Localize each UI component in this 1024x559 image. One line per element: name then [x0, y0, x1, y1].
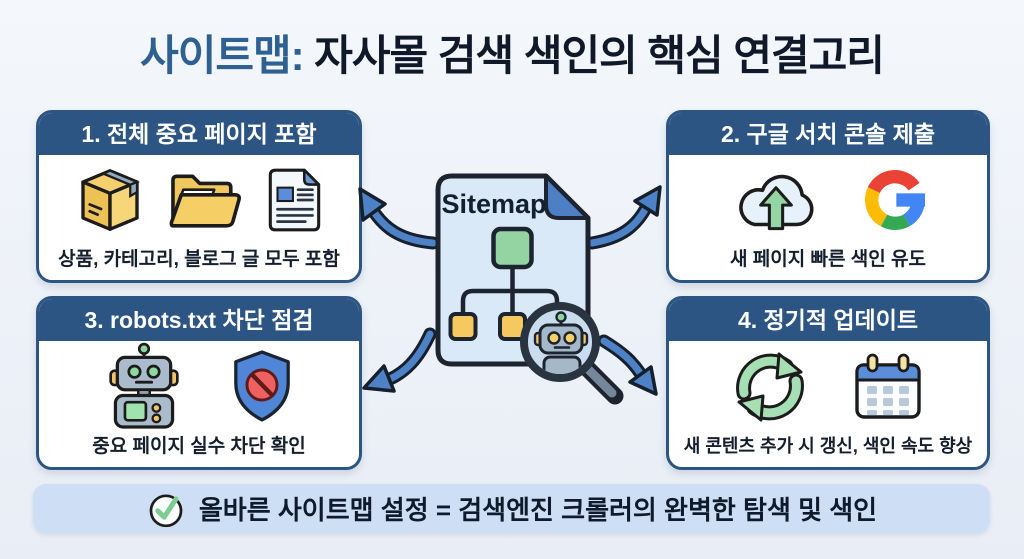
calendar-icon	[855, 353, 921, 419]
package-icon	[81, 168, 140, 231]
card4-header: 4. 정기적 업데이트	[669, 299, 987, 341]
document-icon	[268, 168, 321, 231]
cloud-upload-icon	[739, 174, 814, 230]
card1-header: 1. 전체 중요 페이지 포함	[39, 113, 359, 155]
footer-text: 올바른 사이트맵 설정 = 검색엔진 크롤러의 완벽한 탐색 및 색인	[198, 495, 878, 525]
check-circle-icon	[149, 493, 183, 527]
arrow-to-card2	[585, 185, 662, 250]
card-robots-txt-check: 3. robots.txt 차단 점검	[36, 296, 362, 470]
card-regular-updates: 4. 정기적 업데이트	[666, 296, 990, 470]
card2-header: 2. 구글 서치 콘솔 제출	[669, 113, 987, 155]
card2-caption: 새 페이지 빠른 색인 유도	[730, 249, 926, 270]
arrow-to-card3	[362, 327, 437, 393]
card3-header: 3. robots.txt 차단 점검	[39, 299, 359, 341]
card-submit-search-console: 2. 구글 서치 콘솔 제출 새 페이지 빠른 색인 유도	[666, 110, 990, 283]
google-logo	[865, 169, 925, 230]
card1-caption: 상품, 카테고리, 블로그 글 모두 포함	[58, 249, 340, 270]
footer-banner: 올바른 사이트맵 설정 = 검색엔진 크롤러의 완벽한 탐색 및 색인	[33, 484, 990, 533]
folder-icon	[169, 173, 241, 228]
card4-caption: 새 콘텐츠 추가 시 갱신, 색인 속도 향상	[683, 436, 973, 456]
sitemap-document-icon: Sitemap	[435, 173, 591, 367]
title-rest: 자사몰 검색 색인의 핵심 연결고리	[303, 32, 885, 79]
arrow-to-card4	[597, 334, 658, 396]
card-include-all-pages: 1. 전체 중요 페이지 포함	[36, 110, 362, 283]
page-title: 사이트맵: 자사몰 검색 색인의 핵심 연결고리	[0, 22, 1024, 83]
sitemap-label: Sitemap	[441, 189, 546, 219]
refresh-icon	[736, 352, 804, 421]
shield-block-icon	[234, 350, 290, 422]
robot-icon	[109, 342, 179, 429]
robot-magnifier-icon	[520, 302, 624, 405]
arrow-to-card1	[358, 187, 440, 250]
flowchart-nodes	[448, 226, 572, 341]
title-highlight: 사이트맵:	[140, 32, 305, 79]
card3-caption: 중요 페이지 실수 차단 확인	[92, 436, 306, 457]
